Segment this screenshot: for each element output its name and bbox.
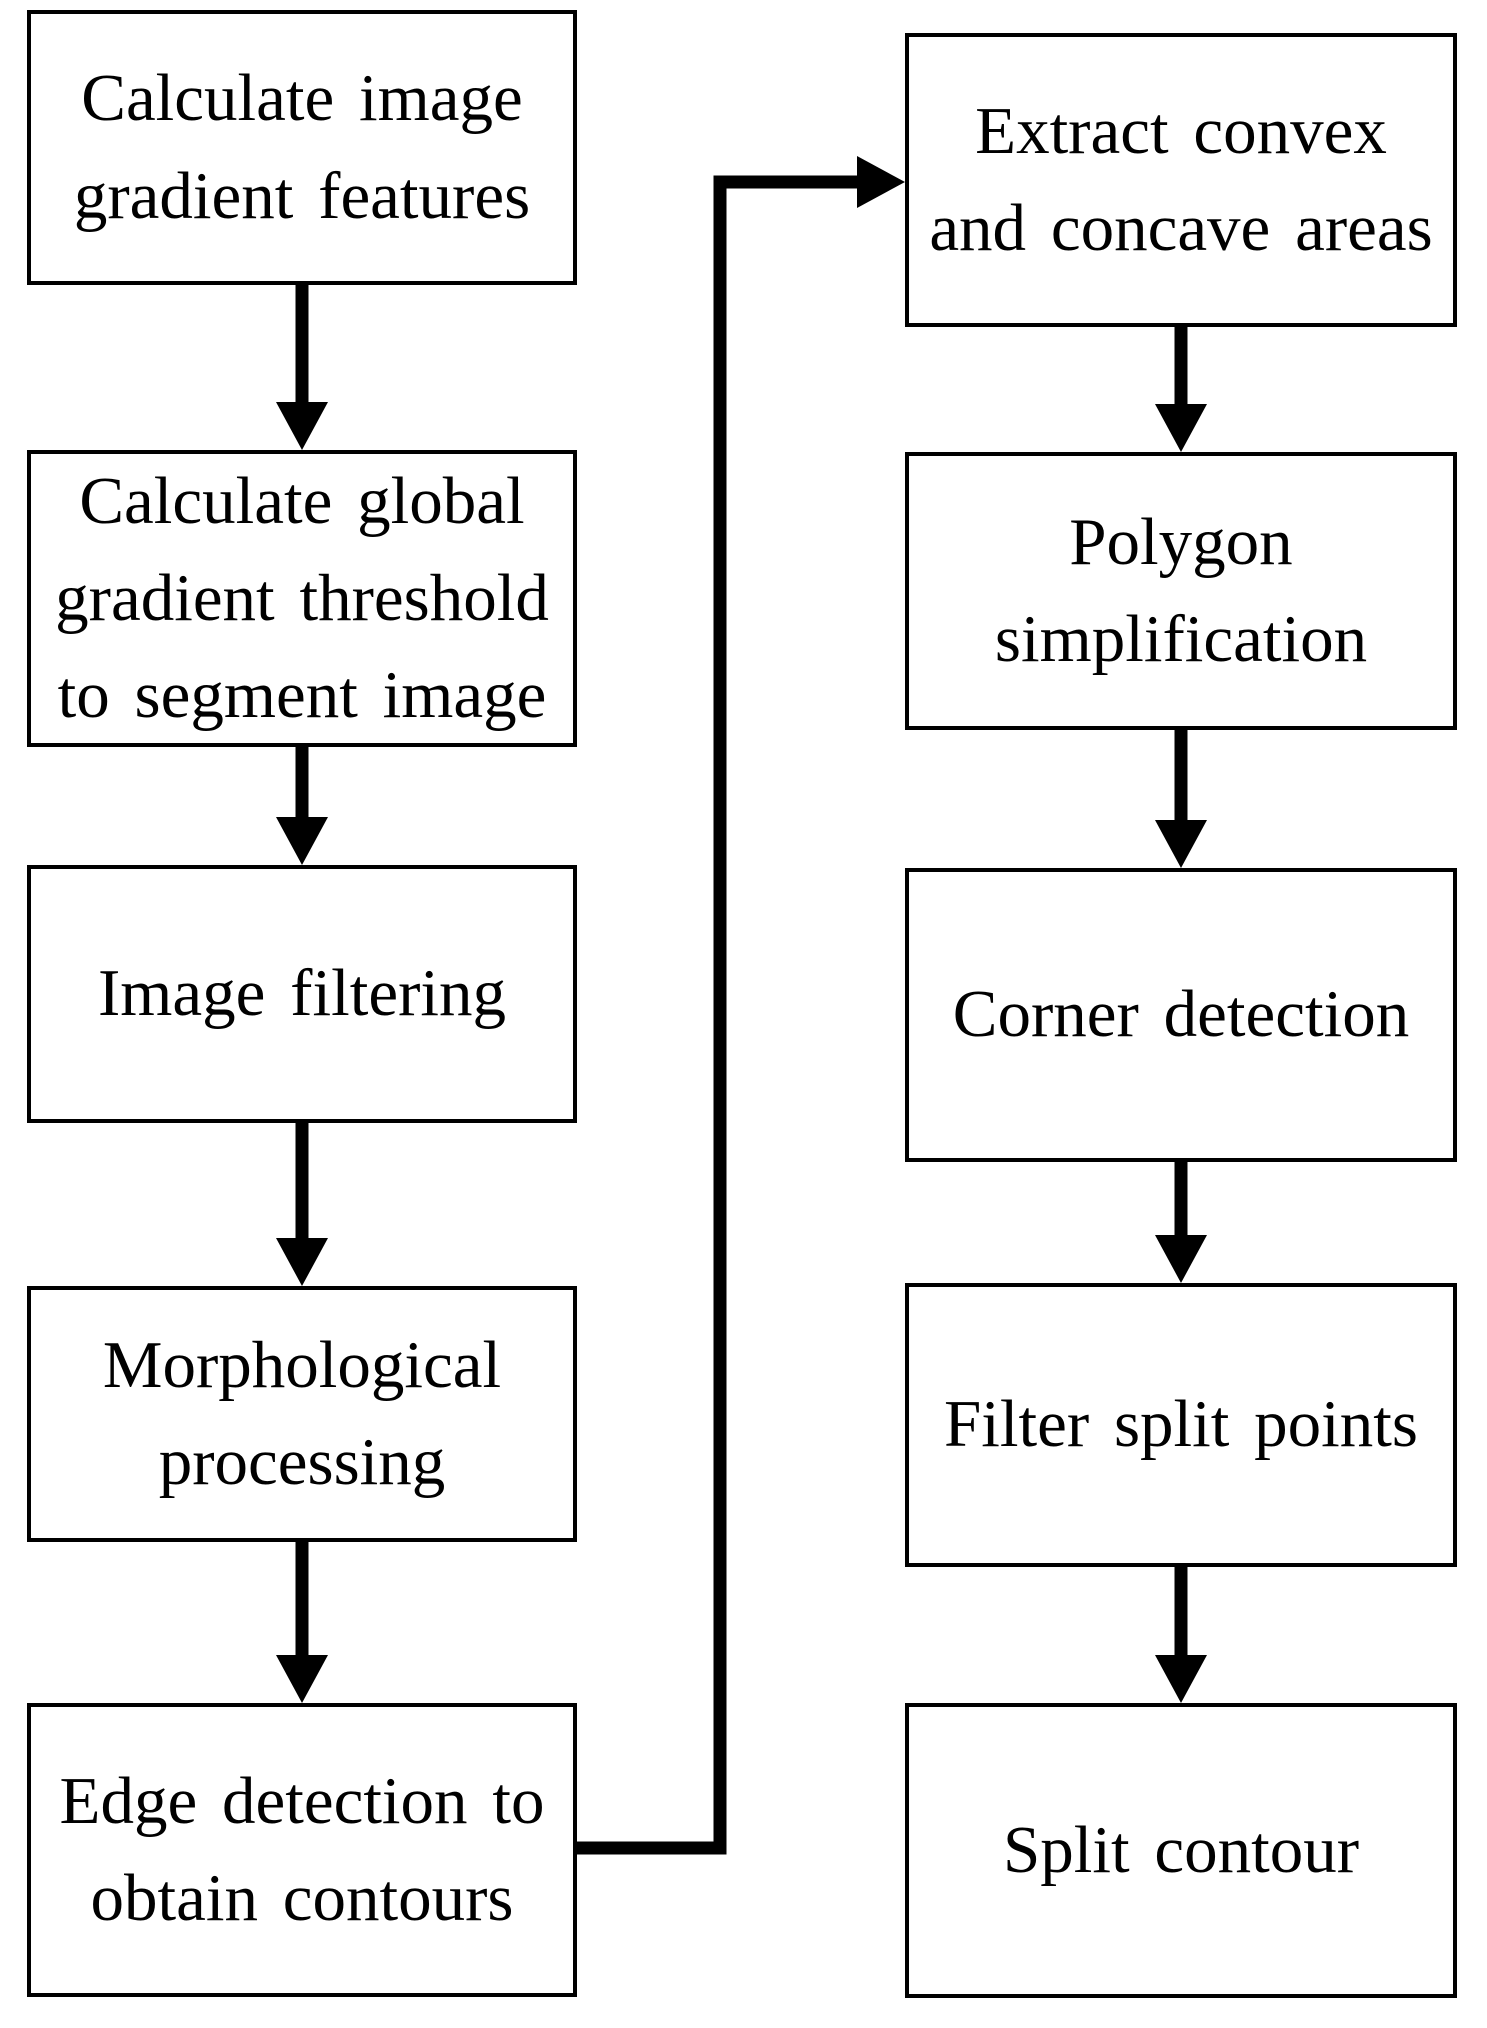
box-label: Calculate image gradient features — [73, 61, 531, 233]
box-polygon-simplification: Polygon simplification — [905, 452, 1457, 730]
box-calculate-global-gradient-threshold: Calculate global gradient threshold to s… — [27, 450, 577, 747]
box-label: Image filtering — [97, 956, 506, 1031]
box-label: Extract convex and concave areas — [929, 93, 1433, 265]
box-label: Filter split points — [944, 1387, 1418, 1462]
box-label: Calculate global gradient threshold to s… — [55, 463, 549, 733]
connector-l5-to-r1 — [577, 156, 905, 1855]
box-image-filtering: Image filtering — [27, 865, 577, 1123]
box-edge-detection-obtain-contours: Edge detection to obtain contours — [27, 1703, 577, 1997]
arrow-r1-to-r2 — [1155, 325, 1207, 452]
arrow-r3-to-r4 — [1155, 1160, 1207, 1283]
box-morphological-processing: Morphological processing — [27, 1286, 577, 1542]
box-filter-split-points: Filter split points — [905, 1283, 1457, 1567]
arrow-l4-to-l5 — [276, 1540, 328, 1703]
arrow-l2-to-l3 — [276, 745, 328, 865]
box-label: Polygon simplification — [994, 504, 1368, 676]
arrow-r4-to-r5 — [1155, 1565, 1207, 1703]
arrow-l1-to-l2 — [276, 283, 328, 450]
box-corner-detection: Corner detection — [905, 868, 1457, 1162]
box-label: Split contour — [1002, 1812, 1360, 1887]
box-label: Morphological processing — [102, 1327, 502, 1499]
arrow-l3-to-l4 — [276, 1121, 328, 1286]
box-label: Corner detection — [952, 977, 1410, 1052]
box-extract-convex-concave-areas: Extract convex and concave areas — [905, 33, 1457, 327]
arrow-r2-to-r3 — [1155, 728, 1207, 868]
box-split-contour: Split contour — [905, 1703, 1457, 1998]
box-calculate-image-gradient-features: Calculate image gradient features — [27, 10, 577, 285]
box-label: Edge detection to obtain contours — [59, 1763, 545, 1935]
